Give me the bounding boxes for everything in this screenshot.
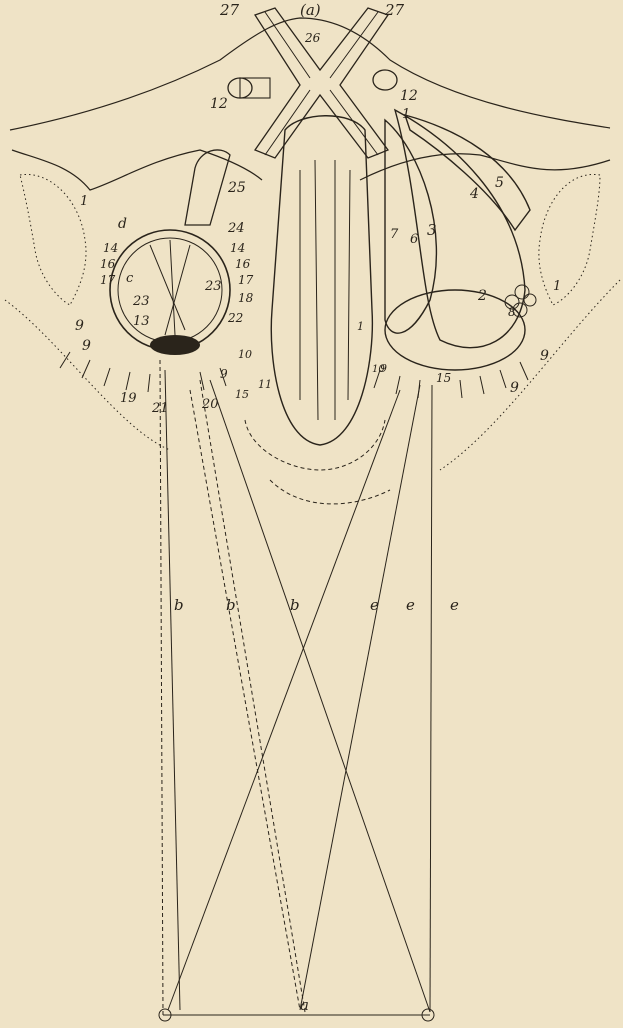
label-e-1: e [370, 596, 379, 614]
nose-dotted-outline [245, 420, 390, 504]
label-17-right: 17 [238, 273, 254, 287]
label-16-left: 16 [100, 257, 116, 271]
label-13: 13 [133, 314, 150, 329]
left-orbit-bone [20, 174, 86, 305]
label-12-left: 12 [210, 96, 228, 112]
label-17-left: 17 [100, 273, 116, 287]
cheek-dotted-outline [5, 280, 620, 470]
label-15-left: 15 [235, 388, 249, 401]
label-4: 4 [469, 186, 479, 202]
label-21: 21 [151, 401, 169, 416]
label-10-right: 10 [372, 364, 385, 375]
label-9-a: 9 [75, 318, 84, 334]
label-23-right: 23 [204, 279, 222, 294]
label-9-e: 9 [510, 380, 519, 396]
label-6: 6 [410, 232, 418, 247]
label-d: d [118, 216, 127, 232]
label-22: 22 [227, 311, 243, 325]
label-12-right: 12 [400, 88, 418, 104]
label-a: a [300, 996, 309, 1014]
label-23-left: 23 [132, 294, 150, 309]
nasal-septum-section [271, 116, 372, 445]
visual-ray-lines [160, 360, 432, 1015]
right-eye-muscles [385, 110, 536, 370]
label-b-2: b [226, 596, 236, 614]
label-9-d: 9 [540, 348, 549, 364]
label-1-right: 1 [553, 279, 561, 294]
optic-chiasm [255, 8, 388, 158]
label-14-right: 14 [230, 241, 245, 255]
label-b-1: b [174, 596, 184, 614]
label-20: 20 [201, 397, 219, 412]
right-vessel-12 [373, 70, 397, 90]
label-9-c: 9 [220, 367, 228, 381]
label-11: 11 [258, 378, 272, 391]
label-5: 5 [495, 175, 504, 191]
label-15-right: 15 [436, 371, 451, 385]
label-27-right: 27 [384, 1, 405, 19]
label-14-left: 14 [103, 241, 118, 255]
label-e-3: e [450, 596, 459, 614]
left-lashes [60, 352, 226, 392]
label-1-mid: 1 [357, 320, 364, 333]
label-9-b: 9 [82, 338, 91, 354]
label-25: 25 [227, 180, 246, 196]
label-top-paren: (a) [300, 1, 321, 19]
left-optic-nerve [185, 150, 230, 225]
label-27-left: 27 [219, 1, 240, 19]
label-24: 24 [227, 221, 245, 236]
label-c: c [126, 271, 134, 286]
left-vessel-12-stem [240, 78, 270, 98]
label-e-2: e [406, 596, 415, 614]
label-16-right: 16 [235, 257, 251, 271]
label-19: 19 [120, 391, 137, 406]
label-10-left: 10 [238, 348, 252, 361]
label-26: 26 [304, 31, 321, 45]
label-3: 3 [427, 221, 437, 239]
left-brow-contour [12, 150, 262, 190]
label-b-3: b [290, 596, 300, 614]
label-1-top: 1 [402, 107, 410, 122]
label-8: 8 [508, 305, 516, 319]
right-orbit-bone [539, 174, 600, 305]
label-1-left: 1 [80, 194, 88, 209]
label-2: 2 [477, 288, 487, 304]
right-brow-contour [360, 154, 610, 180]
label-18: 18 [238, 291, 254, 305]
label-7: 7 [390, 227, 399, 242]
nasal-turbinates [300, 160, 350, 420]
